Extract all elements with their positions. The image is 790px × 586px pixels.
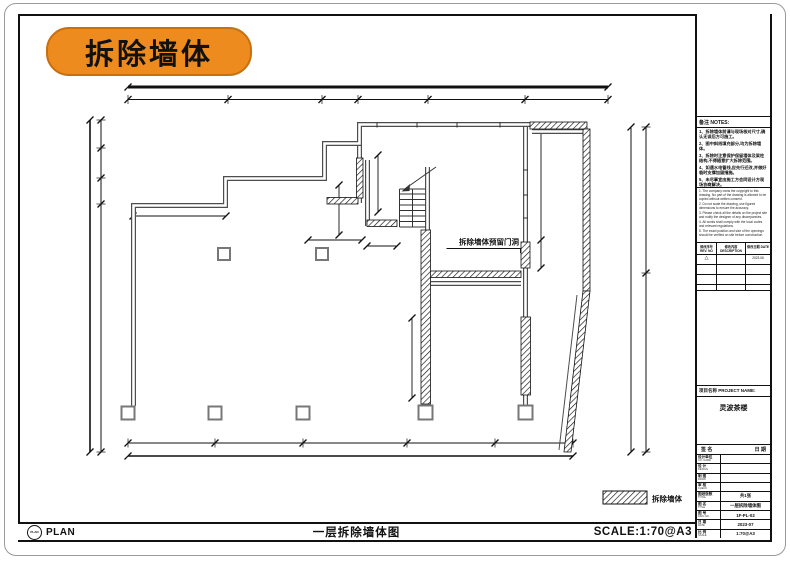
title-block-row: 设 计 DESIGN [697, 464, 770, 474]
title-block-row: 制 图 DRAW [697, 473, 770, 483]
brand-name: PLAN [46, 526, 76, 538]
notes-title: 备注 NOTES: [697, 117, 770, 128]
project-name: 灵波茶楼 [697, 397, 770, 445]
drawing-frame [18, 14, 772, 542]
notes-chinese: 1、拆除墙体前请与现场核对尺寸,确认无误后方可施工。 2、图中斜线填充部分,均为… [697, 128, 770, 188]
note-line: 3、拆除时注意保护保留墙体及梁柱结构,不得随意扩大拆除范围。 [699, 152, 765, 164]
demolition-stamp-badge: 拆除墙体 [46, 27, 252, 76]
revision-row [697, 275, 770, 285]
project-name-label: 项目名称 PROJECT NAME: [697, 386, 770, 397]
note-line: 2. Do not scale the drawing, use figured… [699, 202, 756, 210]
legend-hatch-swatch [602, 490, 648, 505]
revision-row: △ 2023.06 [697, 255, 770, 265]
title-block-row: 图 号 DWG NO. 1F-PL-02 [697, 510, 770, 521]
note-line: 4. All works shall comply with the local… [699, 220, 763, 228]
legend: 拆除墙体 [602, 490, 682, 505]
revision-table: 修改序号 REV. NO 修改内容 DESCRIPTION 修改日期 DATE … [697, 243, 770, 291]
door-opening-label: 拆除墙体预留门洞 [459, 237, 519, 247]
door-opening-annotation: 拆除墙体预留门洞 [446, 237, 521, 253]
title-block-row: 比 例 SCALE 1:70@A3 [698, 529, 755, 538]
title-block-sidebar: 备注 NOTES: 1、拆除墙体前请与现场核对尺寸,确认无误后方可施工。 2、图… [695, 14, 770, 538]
revision-row [697, 285, 770, 290]
floor-plan-canvas: 拆除墙体预留门洞 拆除墙体 [85, 82, 682, 505]
notes-english: 1. The company owns the copyright to thi… [697, 188, 770, 243]
title-block-table: 设计单位 CO. NAME 设 计 DESIGN 制 图 DRAW 审 核 CH… [697, 455, 770, 538]
note-line: 4、如遇水电管线,应先行迁改,并做好临时支撑加固措施。 [699, 164, 767, 176]
title-block-row: 设计单位 CO. NAME [697, 455, 770, 465]
title-block-row: 审 核 CHECK [697, 482, 770, 493]
plan-logo-icon: PLAN [27, 524, 42, 540]
title-block-row: 图 名 TITLE 一层拆除墙体图 [697, 501, 770, 511]
sheet-outer-border [4, 3, 786, 556]
note-line: 1、拆除墙体前请与现场核对尺寸,确认无误后方可施工。 [699, 129, 766, 140]
title-block-empty-panel [697, 14, 770, 117]
note-line: 1. The company owns the copyright to thi… [699, 189, 767, 201]
dimension-lines [85, 82, 652, 461]
legend-label: 拆除墙体 [652, 494, 682, 504]
note-line: 5、未尽事宜由施工方会同设计方现场协商解决。 [699, 176, 765, 188]
note-line: 2、图中斜线填充部分,均为拆除墙体。 [699, 140, 762, 152]
title-block-empty-panel [697, 291, 770, 386]
staircase [399, 166, 437, 228]
note-line: 5. The exact position and size of the op… [699, 229, 764, 237]
demolition-walls [326, 121, 591, 453]
revision-triangle-icon: △ [697, 255, 717, 264]
note-line: 3. Please check all the details on the p… [699, 211, 768, 219]
drawing-title: 一层拆除墙体图 [312, 527, 401, 539]
revision-header-row: 修改序号 REV. NO 修改内容 DESCRIPTION 修改日期 DATE [697, 243, 770, 255]
drawing-scale: SCALE:1:70@A3 [593, 526, 692, 538]
revision-row [697, 265, 770, 275]
badge-label: 拆除墙体 [84, 38, 213, 71]
footer-strip: PLAN PLAN 一层拆除墙体图 SCALE:1:70@A3 [18, 522, 695, 540]
title-block-row: 日 期 DATE 2023-07 [697, 520, 770, 530]
title-block-row: 图纸张数 TOTAL 共1张 [697, 492, 770, 502]
signature-header-row: 签 名 日 期 [697, 445, 770, 455]
columns [120, 247, 534, 421]
